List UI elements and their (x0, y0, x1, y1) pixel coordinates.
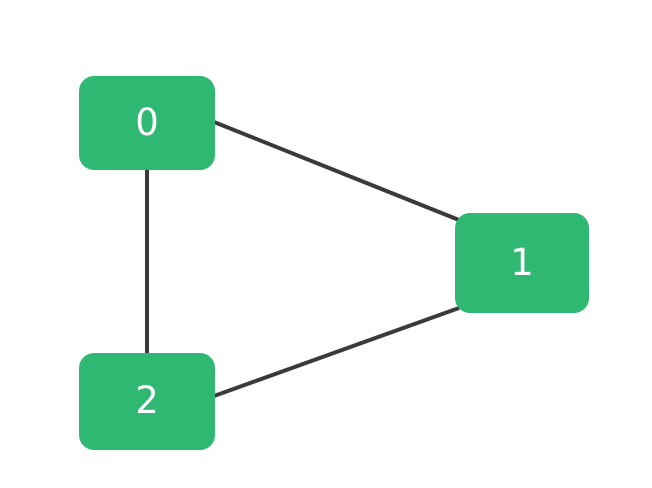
graph-node-label-1: 1 (510, 240, 534, 284)
graph-node-0[interactable]: 0 (79, 76, 215, 170)
graph-node-1[interactable]: 1 (455, 213, 589, 313)
graph-edge-0-1[interactable] (213, 120, 460, 222)
graph-node-label-0: 0 (135, 100, 159, 144)
graph-edge-2-1[interactable] (213, 306, 460, 398)
graph-node-2[interactable]: 2 (79, 353, 215, 450)
graph-node-label-2: 2 (135, 379, 159, 422)
